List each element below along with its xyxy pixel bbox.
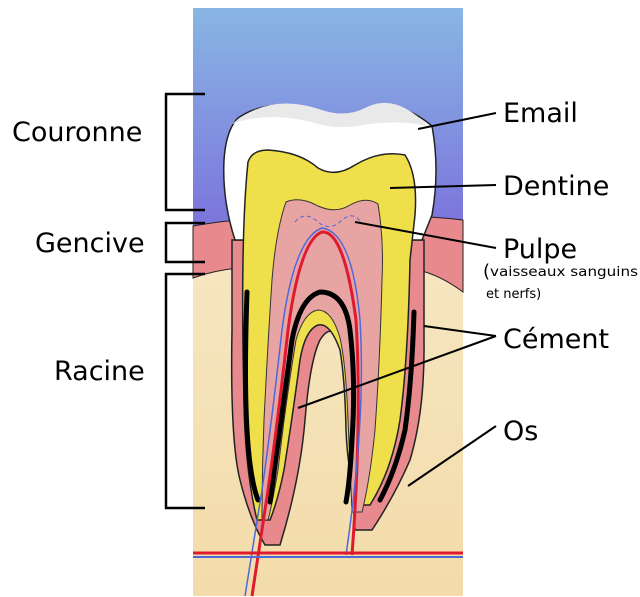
label-pulpe-note-2: et nerfs) [486,287,541,302]
label-pulpe-paren: ( [483,261,490,282]
label-racine: Racine [54,356,145,387]
label-dentine: Dentine [503,171,609,202]
label-os: Os [503,416,538,447]
label-couronne: Couronne [12,117,142,148]
label-pulpe: Pulpe [503,234,577,265]
label-gencive: Gencive [35,228,145,259]
label-email: Email [503,98,578,129]
label-cement: Cément [503,324,609,355]
label-pulpe-note-1: vaisseaux sanguins [490,265,638,280]
